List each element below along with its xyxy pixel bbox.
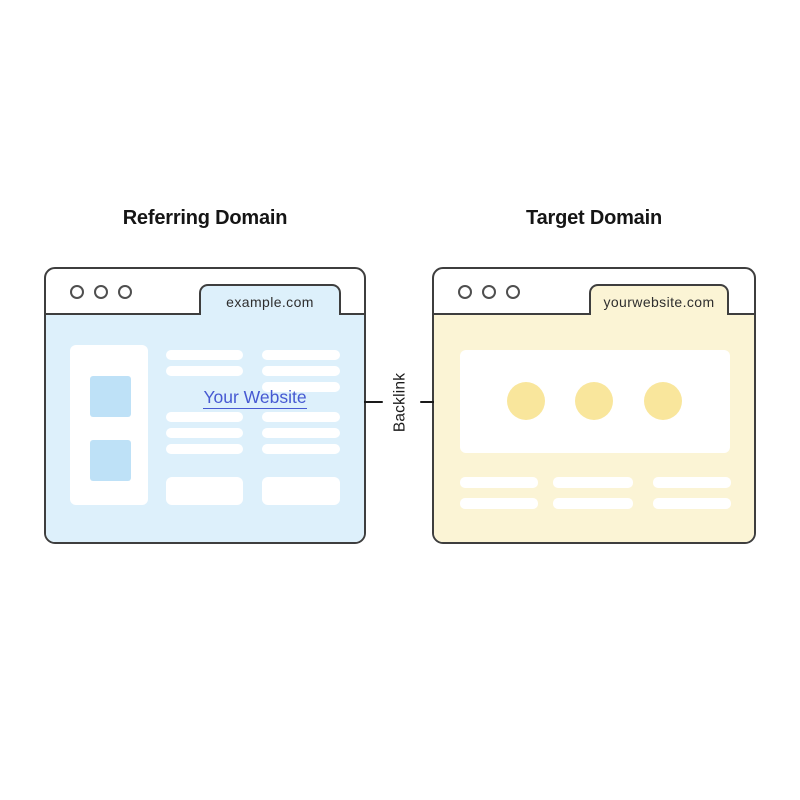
text-line-placeholder bbox=[166, 412, 243, 422]
text-line-placeholder bbox=[262, 366, 340, 376]
window-control-dot-icon bbox=[70, 285, 84, 299]
text-line-placeholder bbox=[460, 477, 538, 488]
text-line-placeholder bbox=[166, 366, 243, 376]
window-control-dot-icon bbox=[506, 285, 520, 299]
window-controls bbox=[70, 285, 132, 299]
referring-domain-title: Referring Domain bbox=[122, 207, 288, 229]
text-line-placeholder bbox=[166, 428, 243, 438]
backlink-label: Backlink bbox=[391, 372, 408, 433]
text-line-placeholder bbox=[166, 444, 243, 454]
your-website-link[interactable]: Your Website bbox=[174, 386, 336, 410]
text-line-placeholder bbox=[262, 428, 340, 438]
text-line-placeholder bbox=[166, 350, 243, 360]
referring-domain-tab: example.com bbox=[199, 284, 341, 315]
image-placeholder bbox=[90, 440, 131, 481]
window-control-dot-icon bbox=[118, 285, 132, 299]
text-line-placeholder bbox=[653, 477, 731, 488]
target-browser-window: yourwebsite.com bbox=[432, 267, 756, 544]
button-placeholder bbox=[166, 477, 243, 505]
target-domain-tab: yourwebsite.com bbox=[589, 284, 729, 315]
text-line-placeholder bbox=[553, 477, 633, 488]
text-line-placeholder bbox=[262, 350, 340, 360]
your-website-link-text[interactable]: Your Website bbox=[203, 387, 307, 409]
text-line-placeholder bbox=[553, 498, 633, 509]
image-placeholder bbox=[90, 376, 131, 417]
text-line-placeholder bbox=[262, 444, 340, 454]
target-tab-label: yourwebsite.com bbox=[603, 293, 715, 310]
window-control-dot-icon bbox=[94, 285, 108, 299]
text-line-placeholder bbox=[653, 498, 731, 509]
circle-placeholder bbox=[507, 382, 545, 420]
window-control-dot-icon bbox=[482, 285, 496, 299]
sidebar-placeholder bbox=[70, 345, 148, 505]
target-domain-title: Target Domain bbox=[526, 207, 662, 229]
text-line-placeholder bbox=[262, 382, 340, 392]
window-controls bbox=[458, 285, 520, 299]
circle-placeholder bbox=[644, 382, 682, 420]
window-control-dot-icon bbox=[458, 285, 472, 299]
hero-placeholder bbox=[460, 350, 730, 453]
button-placeholder bbox=[262, 477, 340, 505]
referring-tab-label: example.com bbox=[226, 293, 314, 310]
referring-browser-window: example.com Your Website bbox=[44, 267, 366, 544]
circle-placeholder bbox=[575, 382, 613, 420]
text-line-placeholder bbox=[460, 498, 538, 509]
text-line-placeholder bbox=[262, 412, 340, 422]
